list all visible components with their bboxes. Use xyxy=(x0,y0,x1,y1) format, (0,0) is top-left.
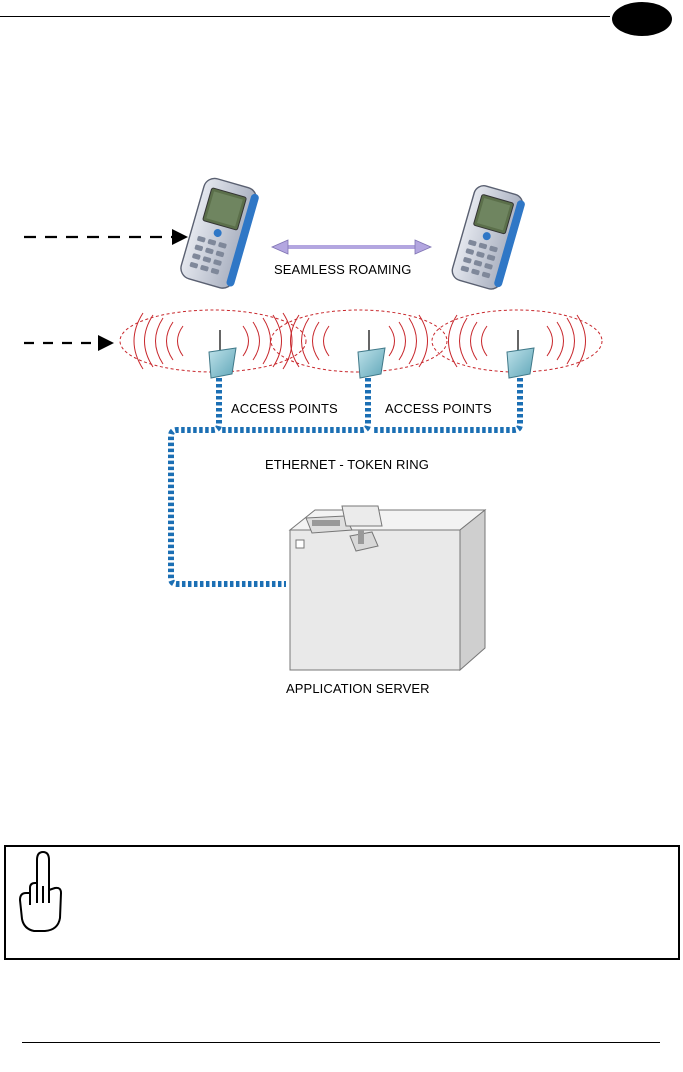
handheld-terminal-right-icon xyxy=(450,183,527,292)
handheld-terminal-left-icon xyxy=(178,176,260,291)
terminal-pointer-arrow xyxy=(24,229,188,245)
application-server-label: APPLICATION SERVER xyxy=(286,681,430,696)
application-server-icon xyxy=(290,506,485,670)
access-point-right-icon xyxy=(507,330,534,378)
seamless-roaming-label: SEAMLESS ROAMING xyxy=(274,262,411,277)
access-point-center-icon xyxy=(358,330,385,378)
roaming-double-arrow xyxy=(272,240,431,254)
ethernet-label: ETHERNET - TOKEN RING xyxy=(265,457,429,472)
access-points-right-label: ACCESS POINTS xyxy=(385,401,492,416)
radio-pointer-arrow xyxy=(24,335,114,351)
footer-rule xyxy=(22,1042,660,1043)
access-point-left-icon xyxy=(209,330,236,378)
access-points-left-label: ACCESS POINTS xyxy=(231,401,338,416)
note-box xyxy=(4,845,680,960)
